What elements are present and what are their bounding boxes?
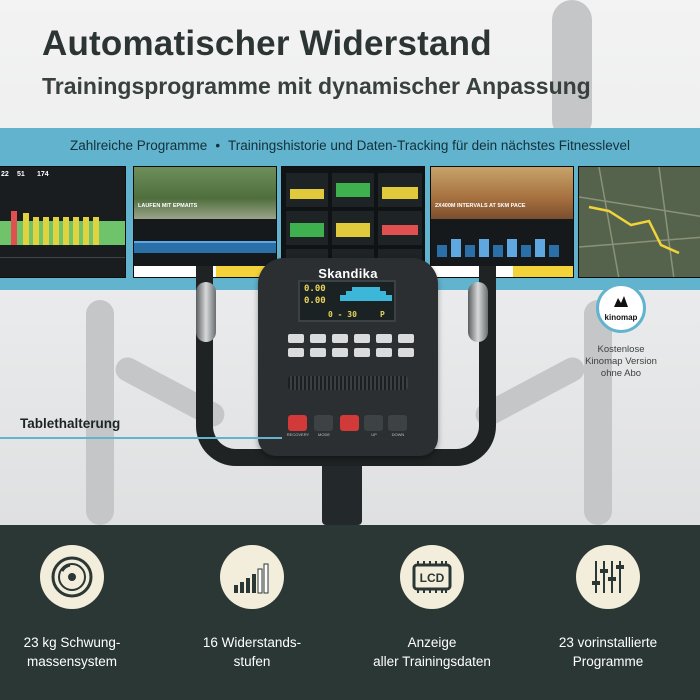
lcd-icon-text: LCD	[420, 571, 445, 585]
lcd-top-readout: 0.00	[304, 284, 326, 294]
page-title: Automatischer Widerstand	[42, 24, 492, 63]
band-caption: Zahlreiche Programme • Trainingshistorie u…	[0, 138, 700, 153]
console-key-6[interactable]	[398, 334, 414, 343]
metric-value-3: 174	[37, 171, 49, 178]
flywheel-icon	[40, 545, 104, 609]
app-screenshot-map	[578, 166, 700, 278]
training-console: Skandika 0.00 0.00 0 - 30 P RE	[258, 258, 438, 456]
kinomap-badge: kinomap	[596, 283, 646, 333]
up-label: UP	[371, 432, 377, 437]
running-video	[134, 167, 276, 219]
band-left-text: Zahlreiche Programme	[70, 138, 208, 153]
up-button[interactable]	[364, 415, 383, 431]
console-key-8[interactable]	[310, 348, 326, 357]
kinomap-caption-line-3: ohne Abo	[600, 368, 642, 379]
running-title: LAUFEN MIT EPMAITS	[138, 203, 198, 209]
recovery-button[interactable]	[288, 415, 307, 431]
lcd-program-readout: P	[380, 310, 385, 319]
feature-programs-line-2: Programme	[572, 654, 644, 669]
kinomap-caption-line-1: Kostenlose	[597, 344, 645, 355]
kinomap-name: kinomap	[604, 313, 638, 322]
feature-flywheel-line-2: massensystem	[26, 654, 118, 669]
start-stop-button[interactable]	[340, 415, 359, 431]
intervals-title: 2X400M INTERVALS AT 5KM PACE	[435, 203, 526, 209]
console-brand: Skandika	[318, 266, 378, 281]
down-button[interactable]	[388, 415, 407, 431]
metrics-chart	[0, 211, 125, 258]
console-key-2[interactable]	[310, 334, 326, 343]
kinomap-logo-icon	[614, 296, 628, 307]
tablet-holder-label: Tablethalterung	[20, 416, 121, 431]
frame-right-post	[584, 300, 612, 525]
app-screenshot-intervals: 2X400M INTERVALS AT 5KM PACE	[430, 166, 574, 278]
left-grip	[196, 282, 216, 342]
lcd-mid-readout: 0.00	[304, 296, 326, 306]
console-key-10[interactable]	[354, 348, 370, 357]
speaker-grill	[288, 376, 408, 390]
console-key-5[interactable]	[376, 334, 392, 343]
console-key-11[interactable]	[376, 348, 392, 357]
app-screenshot-metrics: 22 51 174	[0, 166, 126, 278]
band-right-text: Trainingshistorie und Daten-Tracking für…	[228, 138, 630, 153]
feature-display-text: Anzeige aller Trainingsdaten	[352, 633, 512, 671]
feature-programs-text: 23 vorinstallierte Programme	[528, 633, 688, 671]
frame-left-post	[86, 300, 114, 525]
frame-right-top	[552, 0, 592, 140]
lcd-bottom-readout: 0 - 30	[328, 310, 357, 319]
intervals-video	[431, 167, 573, 219]
feature-resistance-text: 16 Widerstands- stufen	[172, 633, 332, 671]
band-separator: •	[215, 138, 221, 153]
down-label: DOWN	[391, 432, 405, 437]
console-key-1[interactable]	[288, 334, 304, 343]
console-lcd: 0.00 0.00 0 - 30 P	[298, 280, 396, 322]
feature-resistance-line-2: stufen	[233, 654, 271, 669]
feature-display-line-1: Anzeige	[407, 635, 457, 650]
mode-button[interactable]	[314, 415, 333, 431]
hero-section: Automatischer Widerstand Trainingsprogra…	[0, 0, 700, 525]
console-key-12[interactable]	[398, 348, 414, 357]
feature-resistance-line-1: 16 Widerstands-	[202, 635, 302, 650]
intervals-profile	[437, 239, 559, 257]
metric-value-1: 22	[1, 171, 9, 178]
console-key-7[interactable]	[288, 348, 304, 357]
intervals-footer	[431, 266, 573, 277]
running-profile	[134, 241, 276, 253]
feature-flywheel-text: 23 kg Schwung- massensystem	[0, 633, 152, 671]
feature-flywheel-line-1: 23 kg Schwung-	[23, 635, 121, 650]
console-key-9[interactable]	[332, 348, 348, 357]
kinomap-caption-line-2: Kinomap Version	[585, 356, 657, 367]
tablet-holder-pointer	[0, 437, 282, 439]
feature-programs-line-1: 23 vorinstallierte	[558, 635, 658, 650]
lcd-bar-graph	[340, 287, 392, 301]
lcd-icon: LCD	[400, 545, 464, 609]
mode-label: MODE	[318, 432, 330, 437]
kinomap-caption: Kostenlose Kinomap Version ohne Abo	[576, 344, 666, 380]
sliders-icon	[576, 545, 640, 609]
right-grip	[468, 282, 488, 342]
page-subtitle: Trainingsprogramme mit dynamischer Anpas…	[42, 73, 591, 99]
route-map	[579, 167, 700, 277]
feature-panel	[0, 525, 700, 700]
feature-display-line-2: aller Trainingsdaten	[373, 654, 491, 669]
recovery-label: RECOVERY	[286, 432, 310, 437]
metric-value-2: 51	[17, 171, 25, 178]
resistance-bars-icon	[220, 545, 284, 609]
console-key-4[interactable]	[354, 334, 370, 343]
console-key-3[interactable]	[332, 334, 348, 343]
app-screenshot-running: LAUFEN MIT EPMAITS	[133, 166, 277, 278]
